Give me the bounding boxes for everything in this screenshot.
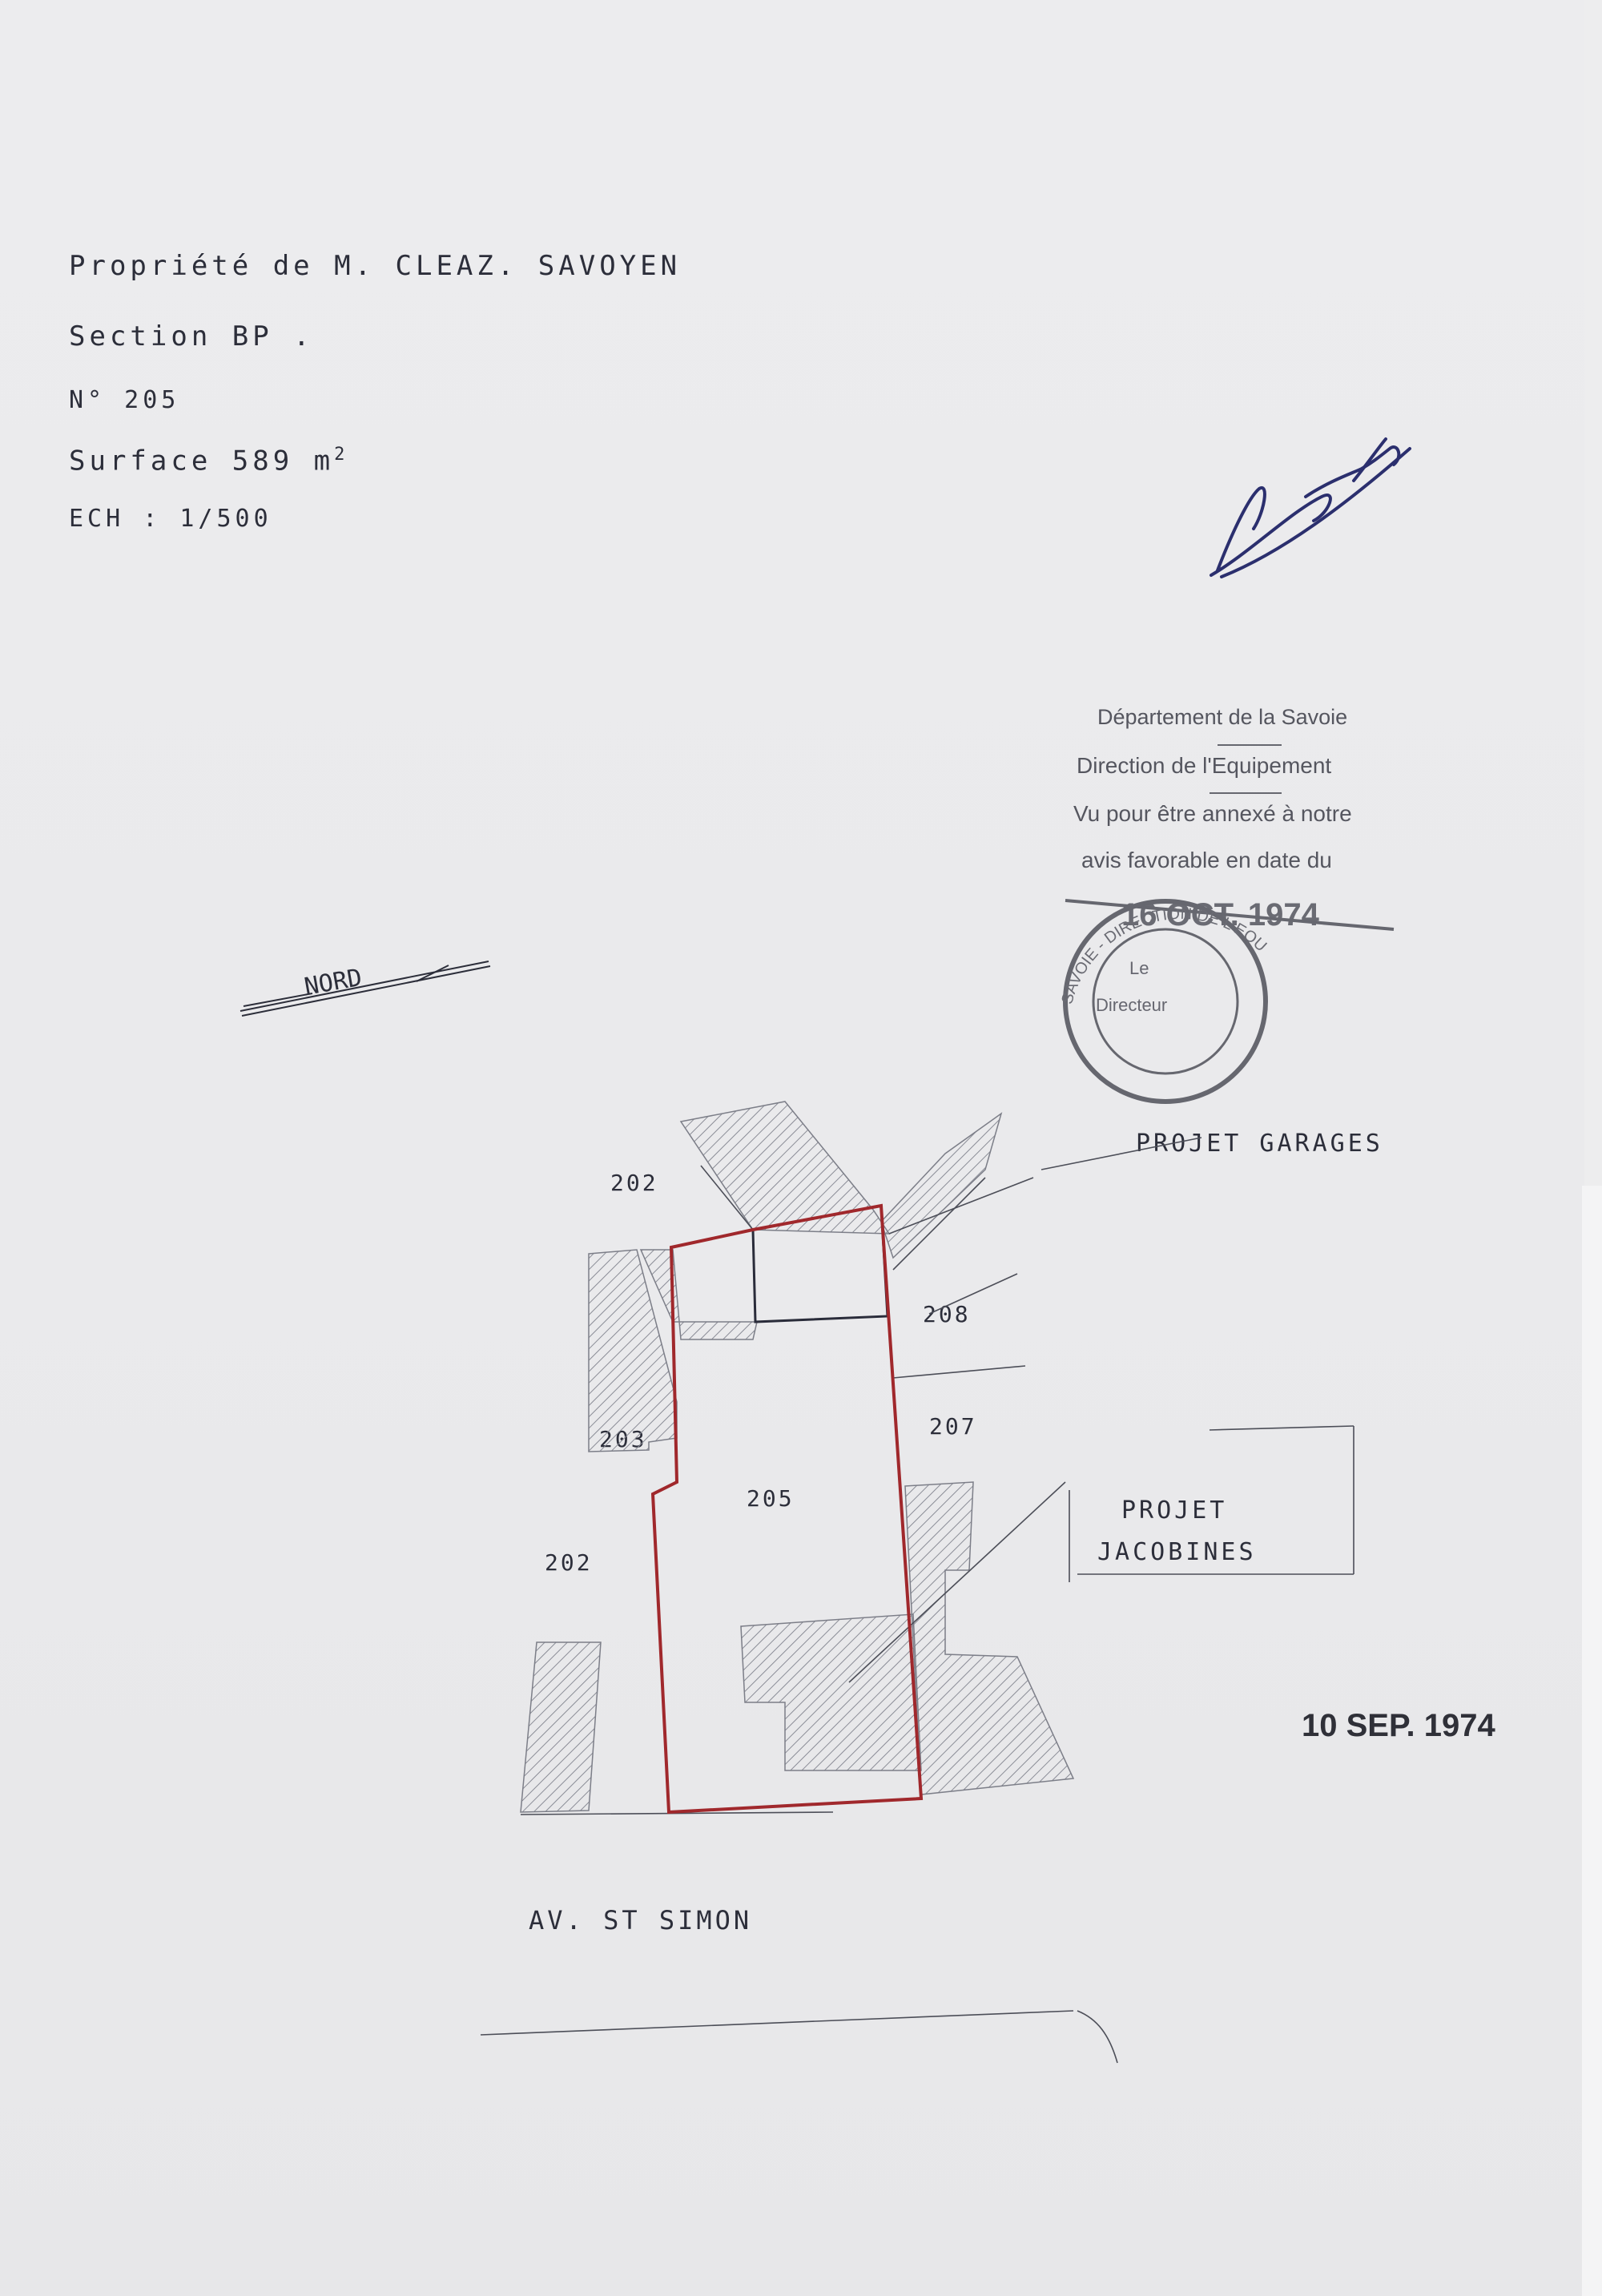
seal-ring-text: SAVOIE - DIRECTION DE L'EQUIPEMENT xyxy=(0,0,1270,1006)
seal-text-le: Le xyxy=(1129,958,1149,978)
received-date-stamp: 10 SEP. 1974 xyxy=(1302,1708,1495,1743)
scale-line: ECH : 1/500 xyxy=(69,505,272,533)
north-label: NORD xyxy=(302,964,364,1001)
owner-line: Propriété de M. CLEAZ. SAVOYEN xyxy=(69,250,682,282)
signature-mark xyxy=(1210,437,1411,578)
north-arrow xyxy=(239,961,491,1017)
parcel-202-left: 202 xyxy=(545,1549,593,1576)
parcel-205: 205 xyxy=(747,1485,795,1512)
svg-text:SAVOIE - DIRECTION DE L'EQUIPE: SAVOIE - DIRECTION DE L'EQUIPEMENT xyxy=(0,0,1270,1006)
parcel-208: 208 xyxy=(923,1301,971,1327)
neighbor-buildings xyxy=(520,1101,1075,1813)
label-projet-jacobines-1: PROJET xyxy=(1121,1496,1228,1525)
label-street: AV. ST SIMON xyxy=(529,1905,753,1935)
label-projet-jacobines-2: JACOBINES xyxy=(1097,1538,1257,1566)
paper-edge xyxy=(1582,1186,1602,2296)
stamp-direction: Direction de l'Equipement xyxy=(1077,753,1332,778)
parcel-lines xyxy=(480,1137,1354,2064)
parcel-number-line: N° 205 xyxy=(69,386,180,414)
approval-stamp: SAVOIE - DIRECTION DE L'EQUIPEMENT xyxy=(0,0,1395,1104)
parcel-207: 207 xyxy=(929,1413,977,1440)
seal-text-directeur: Directeur xyxy=(1096,995,1168,1015)
surface-exponent: 2 xyxy=(334,445,349,465)
stamp-department: Département de la Savoie xyxy=(1097,705,1348,729)
label-projet-garages: PROJET GARAGES xyxy=(1136,1130,1383,1158)
section-line: Section BP . xyxy=(69,320,314,352)
stamp-avis: avis favorable en date du xyxy=(1081,848,1332,872)
parcel-202-top: 202 xyxy=(610,1170,658,1196)
stamp-annex: Vu pour être annexé à notre xyxy=(1073,801,1352,826)
parcel-205-boundary xyxy=(650,1203,924,1815)
surface-line: Surface 589 m2 xyxy=(69,445,348,477)
surface-text: Surface 589 m xyxy=(69,445,335,477)
